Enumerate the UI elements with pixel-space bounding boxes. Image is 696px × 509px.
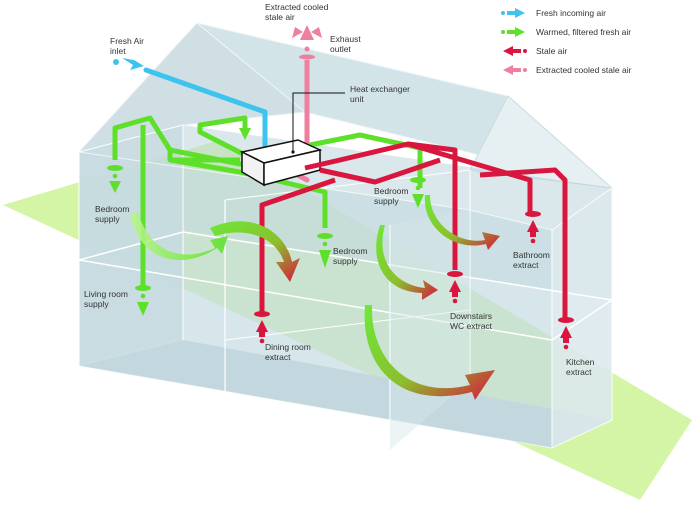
left-arrow-icon	[503, 46, 527, 56]
supply-outlets	[107, 122, 426, 316]
legend-item-stale: Stale air	[500, 44, 567, 58]
label-extracted-cooled-stale-air: Extracted cooled stale air	[265, 2, 329, 22]
legend-label: Fresh incoming air	[536, 8, 606, 18]
extract-inlets	[254, 211, 574, 350]
legend-item-fresh-incoming: Fresh incoming air	[500, 6, 606, 20]
left-arrow-icon	[503, 65, 527, 75]
airflow-arrow	[376, 225, 438, 300]
label-fresh-air-inlet: Fresh Air inlet	[110, 36, 145, 56]
legend-label: Stale air	[536, 46, 568, 56]
label-dining-room-extract: Dining room extract	[265, 342, 311, 362]
airflow-arrow	[130, 212, 228, 261]
legend-item-warmed-fresh: Warmed, filtered fresh air	[500, 25, 631, 39]
label-bedroom-supply-right: Bedroom supply	[374, 186, 409, 206]
label-living-room-supply: Living room supply	[84, 289, 128, 309]
label-heat-exchanger-unit: Heat exchanger unit	[350, 84, 411, 104]
label-bathroom-extract: Bathroom extract	[513, 250, 550, 270]
extract-ducts	[259, 141, 568, 318]
airflow-arrow	[424, 195, 500, 250]
airflow-arrow	[364, 305, 495, 400]
legend-label: Warmed, filtered fresh air	[536, 27, 632, 37]
airflow-arrow	[210, 221, 300, 282]
label-exhaust-outlet: Exhaust outlet	[330, 34, 361, 54]
right-arrow-icon	[501, 8, 525, 18]
leader-line	[292, 92, 345, 152]
house	[77, 22, 614, 451]
fresh-air-duct	[113, 58, 268, 153]
legend-label: Extracted cooled stale air	[536, 65, 632, 75]
heat-exchanger-unit	[239, 139, 323, 187]
label-kitchen-extract: Kitchen extract	[566, 357, 595, 377]
label-downstairs-wc-extract: Downstairs WC extract	[450, 311, 493, 331]
airflow-arrows	[130, 195, 500, 400]
right-arrow-icon	[501, 27, 525, 37]
label-bedroom-supply-middle: Bedroom supply	[333, 246, 368, 266]
legend-item-extracted-cooled: Extracted cooled stale air	[500, 63, 631, 77]
label-bedroom-supply-left: Bedroom supply	[95, 204, 130, 224]
